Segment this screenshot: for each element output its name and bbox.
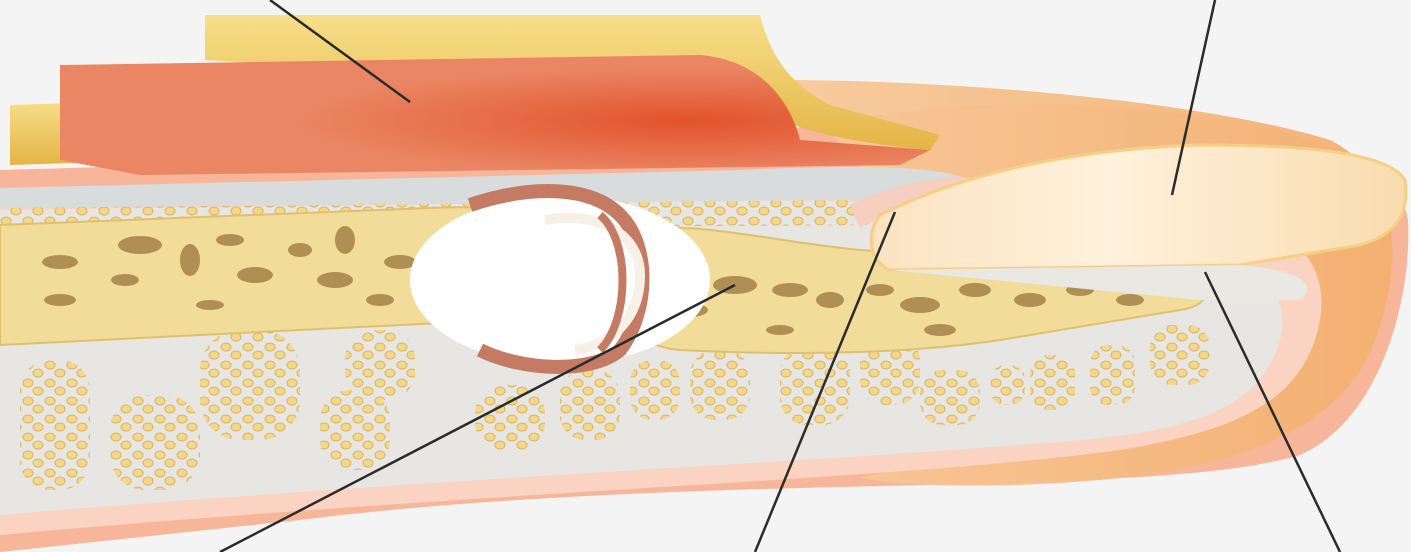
finger-cross-section-diagram	[0, 0, 1411, 552]
finger-anatomy-illustration	[0, 0, 1411, 552]
